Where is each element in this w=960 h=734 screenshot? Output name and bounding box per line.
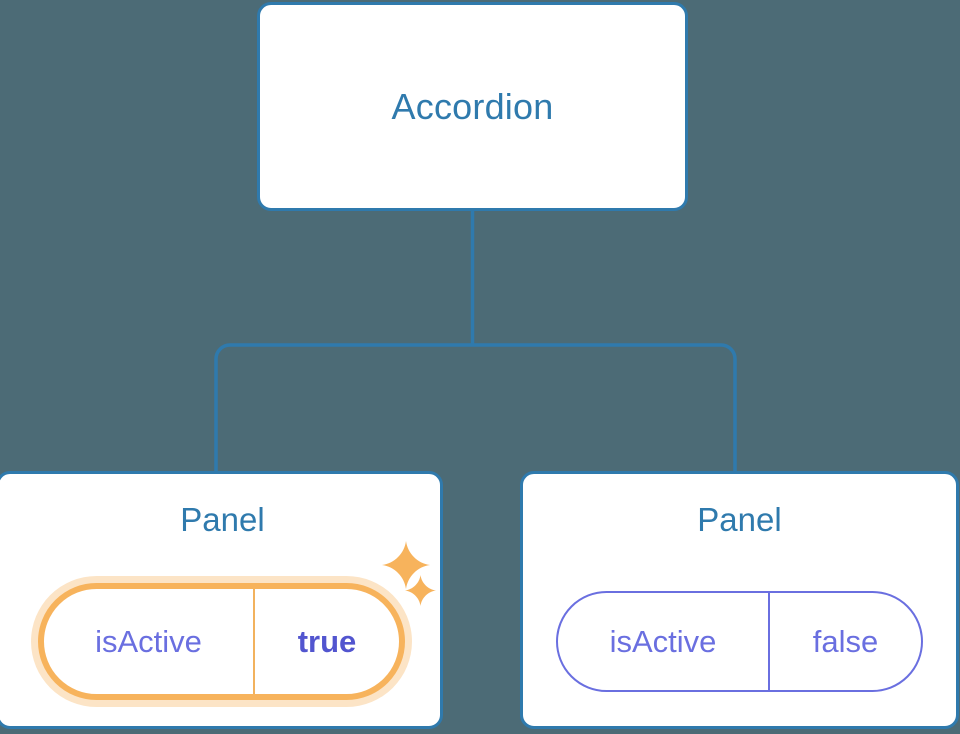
prop-key-label: isActive	[558, 593, 770, 690]
node-accordion[interactable]: Accordion	[257, 2, 688, 211]
prop-key-label: isActive	[44, 589, 255, 694]
prop-pill-isactive-false[interactable]: isActive false	[556, 591, 923, 692]
node-accordion-title: Accordion	[391, 85, 554, 127]
prop-value-label: true	[297, 623, 357, 659]
node-panel-inactive-title: Panel	[697, 501, 782, 538]
connector-branch-right	[472, 343, 737, 472]
prop-value-label: false	[812, 623, 879, 659]
node-panel-active-title: Panel	[180, 501, 265, 538]
connector-branch-left	[214, 343, 473, 472]
prop-pill-isactive-true[interactable]: isActive true	[38, 583, 405, 700]
